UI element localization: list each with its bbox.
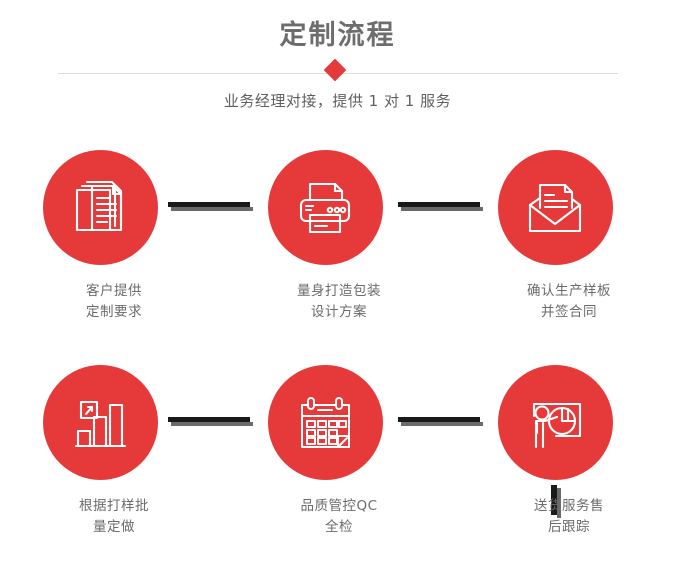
step-caption-line1: 确认生产样板 [527, 283, 611, 299]
flow-step[interactable]: 品质管控QC 全检 [235, 365, 415, 538]
step-icon-circle [267, 150, 383, 265]
page-subtitle: 业务经理对接，提供 1 对 1 服务 [223, 92, 452, 110]
connector-bar-horizontal [398, 417, 483, 426]
connector-bar-horizontal [168, 417, 253, 426]
bar-chart-growth-icon [69, 392, 131, 454]
step-caption-line2: 定制要求 [86, 304, 142, 320]
process-flow: 客户提供 定制要求 [0, 150, 675, 580]
step-icon-circle [497, 365, 613, 480]
step-caption: 客户提供 定制要求 [10, 281, 190, 323]
flow-step[interactable]: 客户提供 定制要求 [10, 150, 190, 323]
flow-step[interactable]: 量身打造包装 设计方案 [235, 150, 415, 323]
connector-bar-vertical [551, 485, 561, 518]
step-icon-circle [42, 365, 158, 480]
presenter-pie-chart-icon [524, 392, 586, 454]
calendar-icon [294, 392, 356, 454]
step-caption-line1: 量身打造包装 [297, 283, 381, 299]
flow-step[interactable]: 确认生产样板 并签合同 [465, 150, 645, 323]
connector-bar-horizontal [398, 202, 483, 211]
diamond-icon [323, 58, 346, 82]
step-caption-line1: 根据打样批 [79, 498, 149, 514]
step-caption-line1: 送货服务售 [534, 498, 604, 514]
step-caption-line2: 全检 [325, 519, 353, 535]
step-caption-line1: 品质管控QC [300, 498, 378, 514]
step-caption: 送货服务售 后跟踪 [465, 496, 645, 538]
flow-step[interactable]: 送货服务售 后跟踪 [465, 365, 645, 538]
step-caption: 品质管控QC 全检 [235, 496, 415, 538]
step-icon-circle [267, 365, 383, 480]
step-caption: 确认生产样板 并签合同 [465, 281, 645, 323]
printer-icon [294, 177, 356, 239]
step-caption-line2: 并签合同 [541, 304, 597, 320]
page-title: 定制流程 [279, 20, 396, 51]
step-caption: 量身打造包装 设计方案 [235, 281, 415, 323]
step-caption-line1: 客户提供 [86, 283, 142, 299]
step-caption: 根据打样批 量定做 [10, 496, 190, 538]
flow-row-1: 客户提供 定制要求 [0, 150, 675, 365]
connector-bar-horizontal [168, 202, 253, 211]
documents-stack-icon [69, 177, 131, 239]
step-icon-circle [497, 150, 613, 265]
envelope-document-icon [524, 177, 586, 239]
step-caption-line2: 量定做 [93, 519, 135, 535]
step-caption-line2: 后跟踪 [548, 519, 590, 535]
step-icon-circle [42, 150, 158, 265]
step-caption-line2: 设计方案 [311, 304, 367, 320]
flow-row-2: 根据打样批 量定做 [0, 365, 675, 580]
flow-step[interactable]: 根据打样批 量定做 [10, 365, 190, 538]
